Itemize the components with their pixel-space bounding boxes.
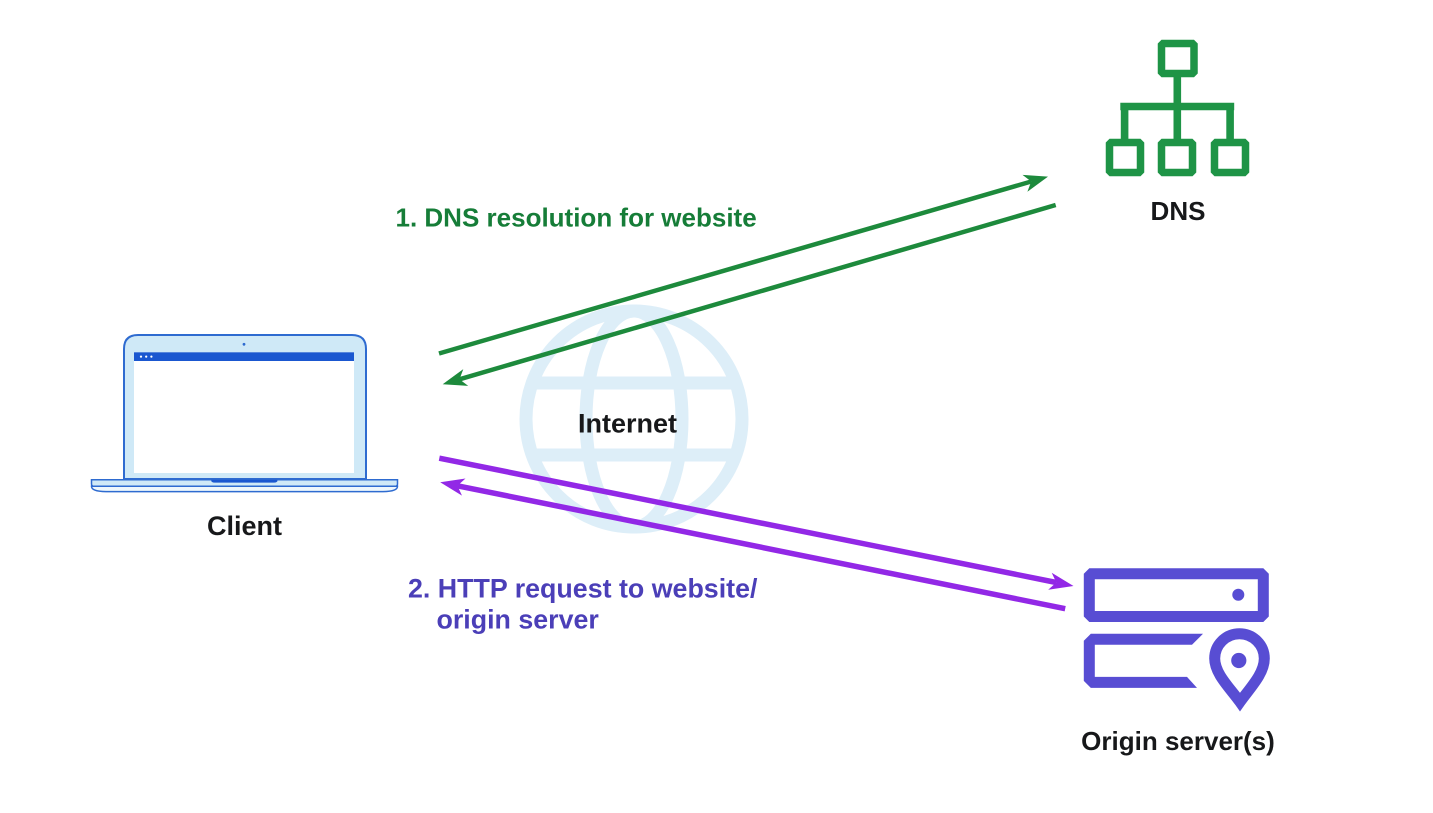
svg-text:Internet: Internet <box>578 409 677 439</box>
svg-text:origin server: origin server <box>437 605 600 635</box>
svg-text:Client: Client <box>207 511 282 541</box>
svg-text:DNS: DNS <box>1151 196 1206 226</box>
svg-text:1. DNS resolution for website: 1. DNS resolution for website <box>396 203 757 233</box>
svg-text:Origin server(s): Origin server(s) <box>1081 726 1275 756</box>
svg-text:2. HTTP request to website/: 2. HTTP request to website/ <box>408 574 758 604</box>
